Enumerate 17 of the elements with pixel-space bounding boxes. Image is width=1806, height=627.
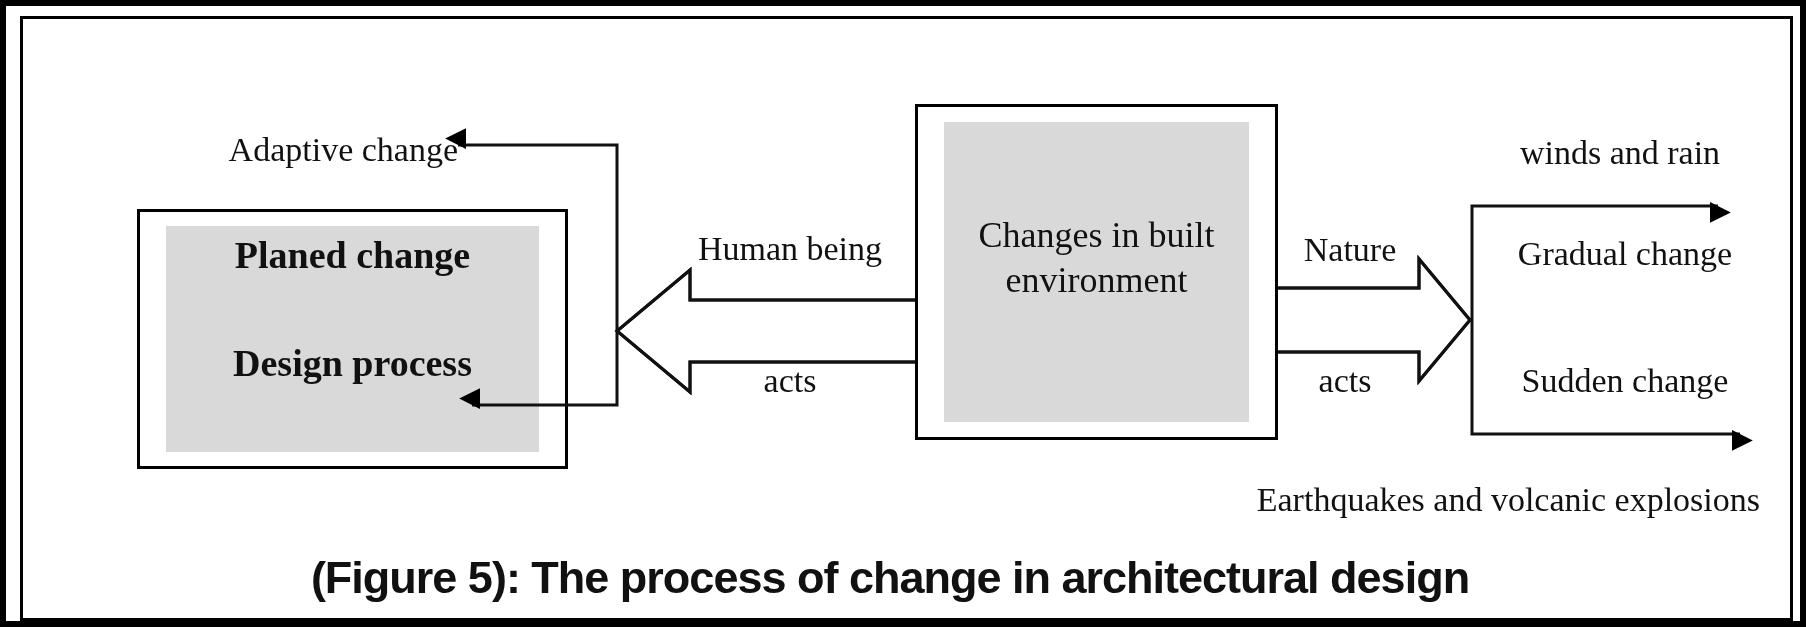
text-label: acts (762, 361, 818, 401)
text-label: winds and rain (1518, 133, 1722, 173)
box-text: Changes in built environment (977, 214, 1216, 302)
node-label: Adaptive change (140, 130, 458, 170)
arrow (459, 266, 917, 409)
text-label: Human being (696, 229, 884, 269)
box-text: Design process (232, 341, 473, 386)
arrow (1276, 254, 1753, 451)
text-label: Sudden change (1520, 361, 1730, 401)
text-label: acts (1317, 361, 1373, 401)
figure-caption: (Figure 5): The process of change in architectural design (309, 551, 1471, 605)
outer-box (137, 209, 568, 469)
text-label: Gradual change (1516, 234, 1734, 274)
text-label: Nature (1302, 230, 1398, 270)
text-label: Earthquakes and volcanic explosions (1255, 480, 1760, 520)
outer-box (915, 104, 1278, 440)
box-text: Planed change (233, 233, 472, 278)
